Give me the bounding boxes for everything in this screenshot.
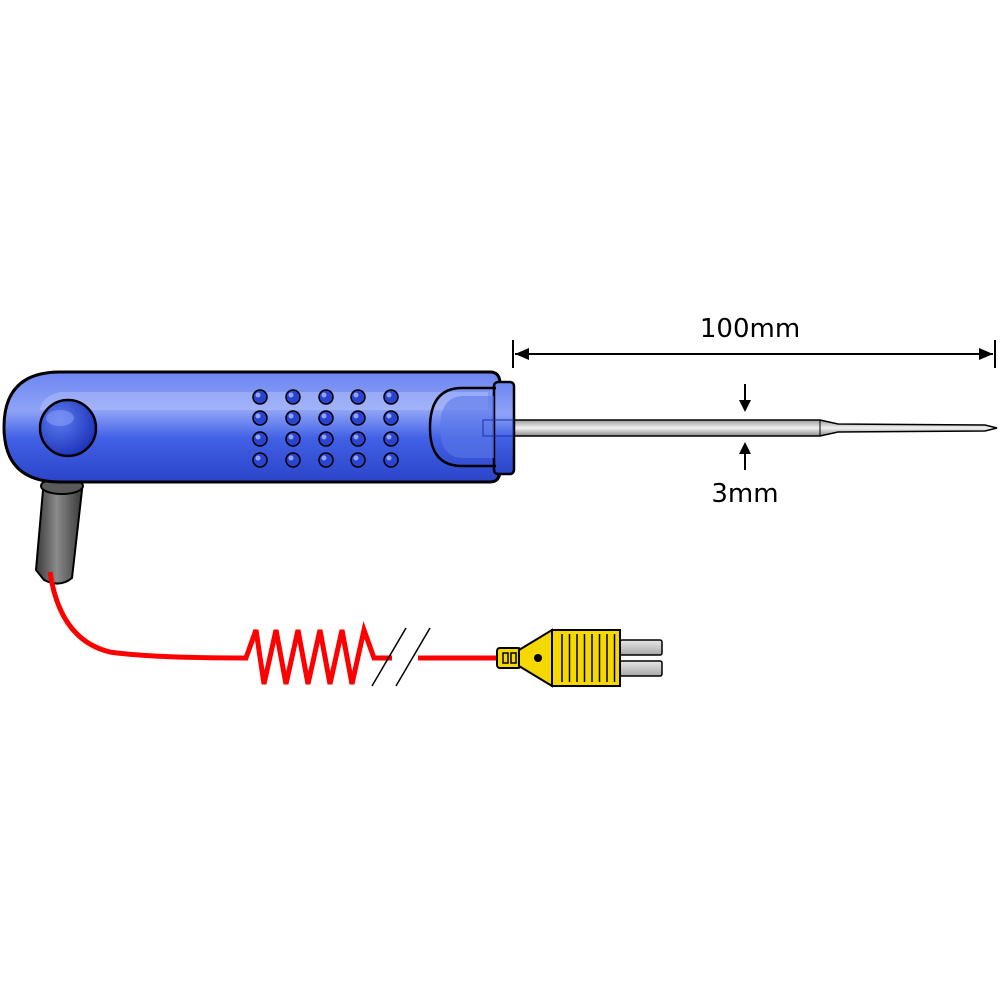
arrow-right-icon [979, 348, 993, 360]
grip-hole-icon [285, 431, 301, 447]
grip-hole-highlight [321, 455, 327, 461]
grip-hole-highlight [255, 392, 261, 398]
grip-hole-icon [383, 431, 399, 447]
thermocouple-plug-icon [496, 628, 663, 688]
grip-hole-icon [285, 410, 301, 426]
grip-hole-icon [383, 389, 399, 405]
grip-hole-icon [350, 452, 366, 468]
probe-handle-icon [2, 370, 516, 484]
grip-hole-icon [285, 389, 301, 405]
grip-hole-highlight [386, 392, 392, 398]
grip-hole-highlight [321, 434, 327, 440]
grip-hole-highlight [353, 455, 359, 461]
grip-hole-highlight [288, 455, 294, 461]
grip-hole-icon [252, 410, 268, 426]
grip-holes [252, 389, 399, 468]
strain-relief-icon [34, 477, 84, 585]
coiled-cable-icon [47, 571, 500, 687]
arrow-left-icon [515, 348, 529, 360]
diameter-label: 3mm [711, 479, 778, 509]
grip-hole-highlight [321, 392, 327, 398]
grip-hole-highlight [255, 413, 261, 419]
grip-hole-highlight [321, 413, 327, 419]
grip-hole-icon [318, 389, 334, 405]
grip-hole-icon [350, 431, 366, 447]
grip-hole-highlight [386, 455, 392, 461]
grip-hole-icon [350, 389, 366, 405]
grip-hole-icon [318, 431, 334, 447]
probe-shaft-icon [507, 419, 998, 437]
grip-hole-highlight [353, 434, 359, 440]
grip-hole-icon [252, 389, 268, 405]
arrow-down-icon [739, 400, 751, 412]
length-label: 100mm [700, 314, 800, 344]
grip-hole-icon [383, 410, 399, 426]
grip-hole-icon [318, 410, 334, 426]
grip-hole-highlight [255, 455, 261, 461]
grip-hole-icon [285, 452, 301, 468]
grip-hole-highlight [288, 434, 294, 440]
grip-hole-highlight [288, 413, 294, 419]
grip-hole-highlight [353, 413, 359, 419]
grip-hole-highlight [353, 392, 359, 398]
grip-hole-highlight [288, 392, 294, 398]
grip-hole-icon [252, 431, 268, 447]
grip-hole-highlight [386, 413, 392, 419]
grip-hole-icon [383, 452, 399, 468]
grip-hole-icon [318, 452, 334, 468]
length-dimension: 100mm [512, 314, 996, 368]
grip-hole-highlight [255, 434, 261, 440]
grip-hole-icon [252, 452, 268, 468]
cable-break-icon [371, 627, 407, 687]
arrow-up-icon [739, 442, 751, 454]
button-icon [38, 398, 98, 458]
grip-hole-icon [350, 410, 366, 426]
diameter-dimension: 3mm [711, 384, 779, 509]
grip-hole-highlight [386, 434, 392, 440]
